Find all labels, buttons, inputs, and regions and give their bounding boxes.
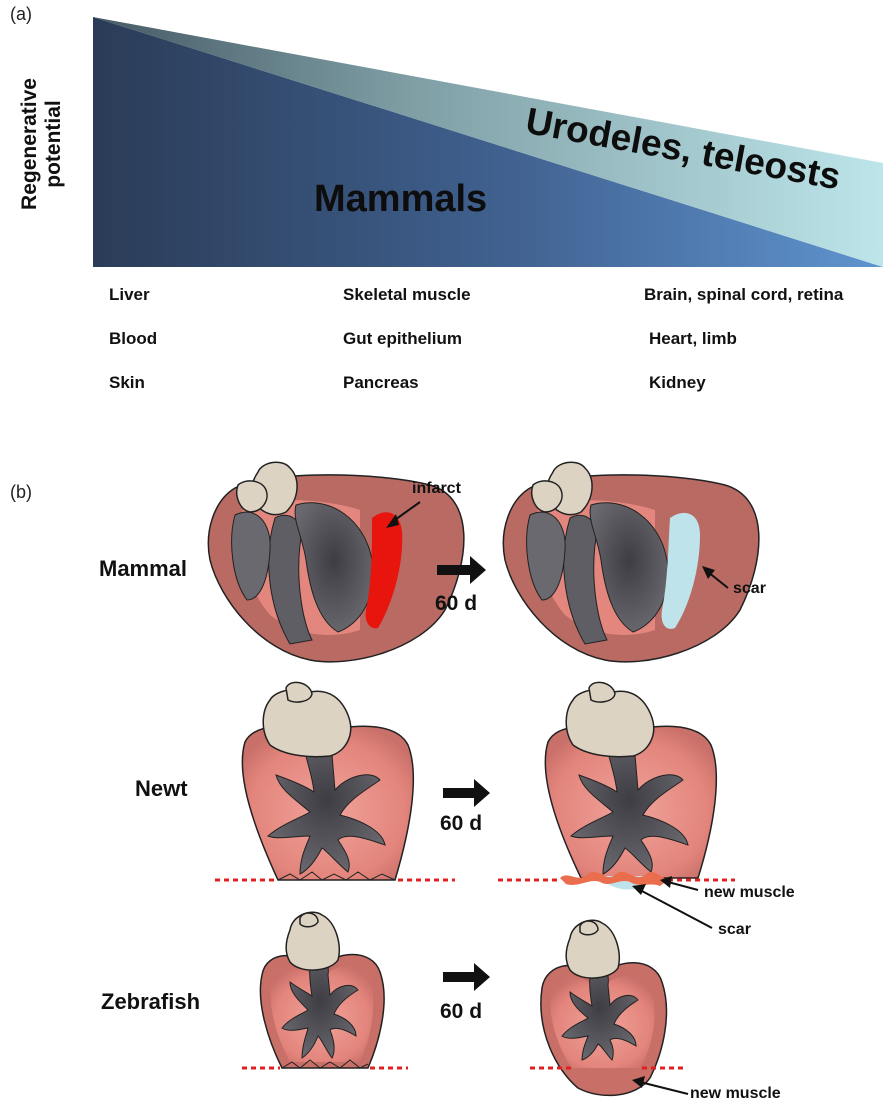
newt-heart-after [545,682,716,889]
arrow-newt [443,779,490,807]
annotation-newt-scar: scar [718,921,751,939]
interval-zebrafish: 60 d [440,1000,482,1024]
species-mammal: Mammal [99,556,187,582]
tissue-skeletal-muscle: Skeletal muscle [343,285,471,305]
interval-mammal: 60 d [435,592,477,616]
tissue-pancreas: Pancreas [343,373,419,393]
tissue-liver: Liver [109,285,150,305]
arrow-zebrafish [443,963,490,991]
tissue-kidney: Kidney [649,373,706,393]
newt-heart-before [242,682,413,880]
interval-newt: 60 d [440,812,482,836]
species-newt: Newt [135,776,188,802]
tissue-blood: Blood [109,329,157,349]
annotation-infarct: infarct [412,480,461,498]
annotation-zebrafish-new-muscle: new muscle [690,1085,781,1103]
species-zebrafish: Zebrafish [101,989,200,1015]
tissue-heart-limb: Heart, limb [649,329,737,349]
mammals-label: Mammals [314,178,487,221]
tissue-brain-spinal-cord-retina: Brain, spinal cord, retina [644,285,843,305]
mammal-heart-after [503,462,759,662]
annotation-newt-new-muscle: new muscle [704,884,795,902]
annotation-mammal-scar: scar [733,580,766,598]
panel-b-label: (b) [10,482,32,503]
tissue-skin: Skin [109,373,145,393]
zebrafish-heart-before [260,912,384,1068]
tissue-gut-epithelium: Gut epithelium [343,329,462,349]
